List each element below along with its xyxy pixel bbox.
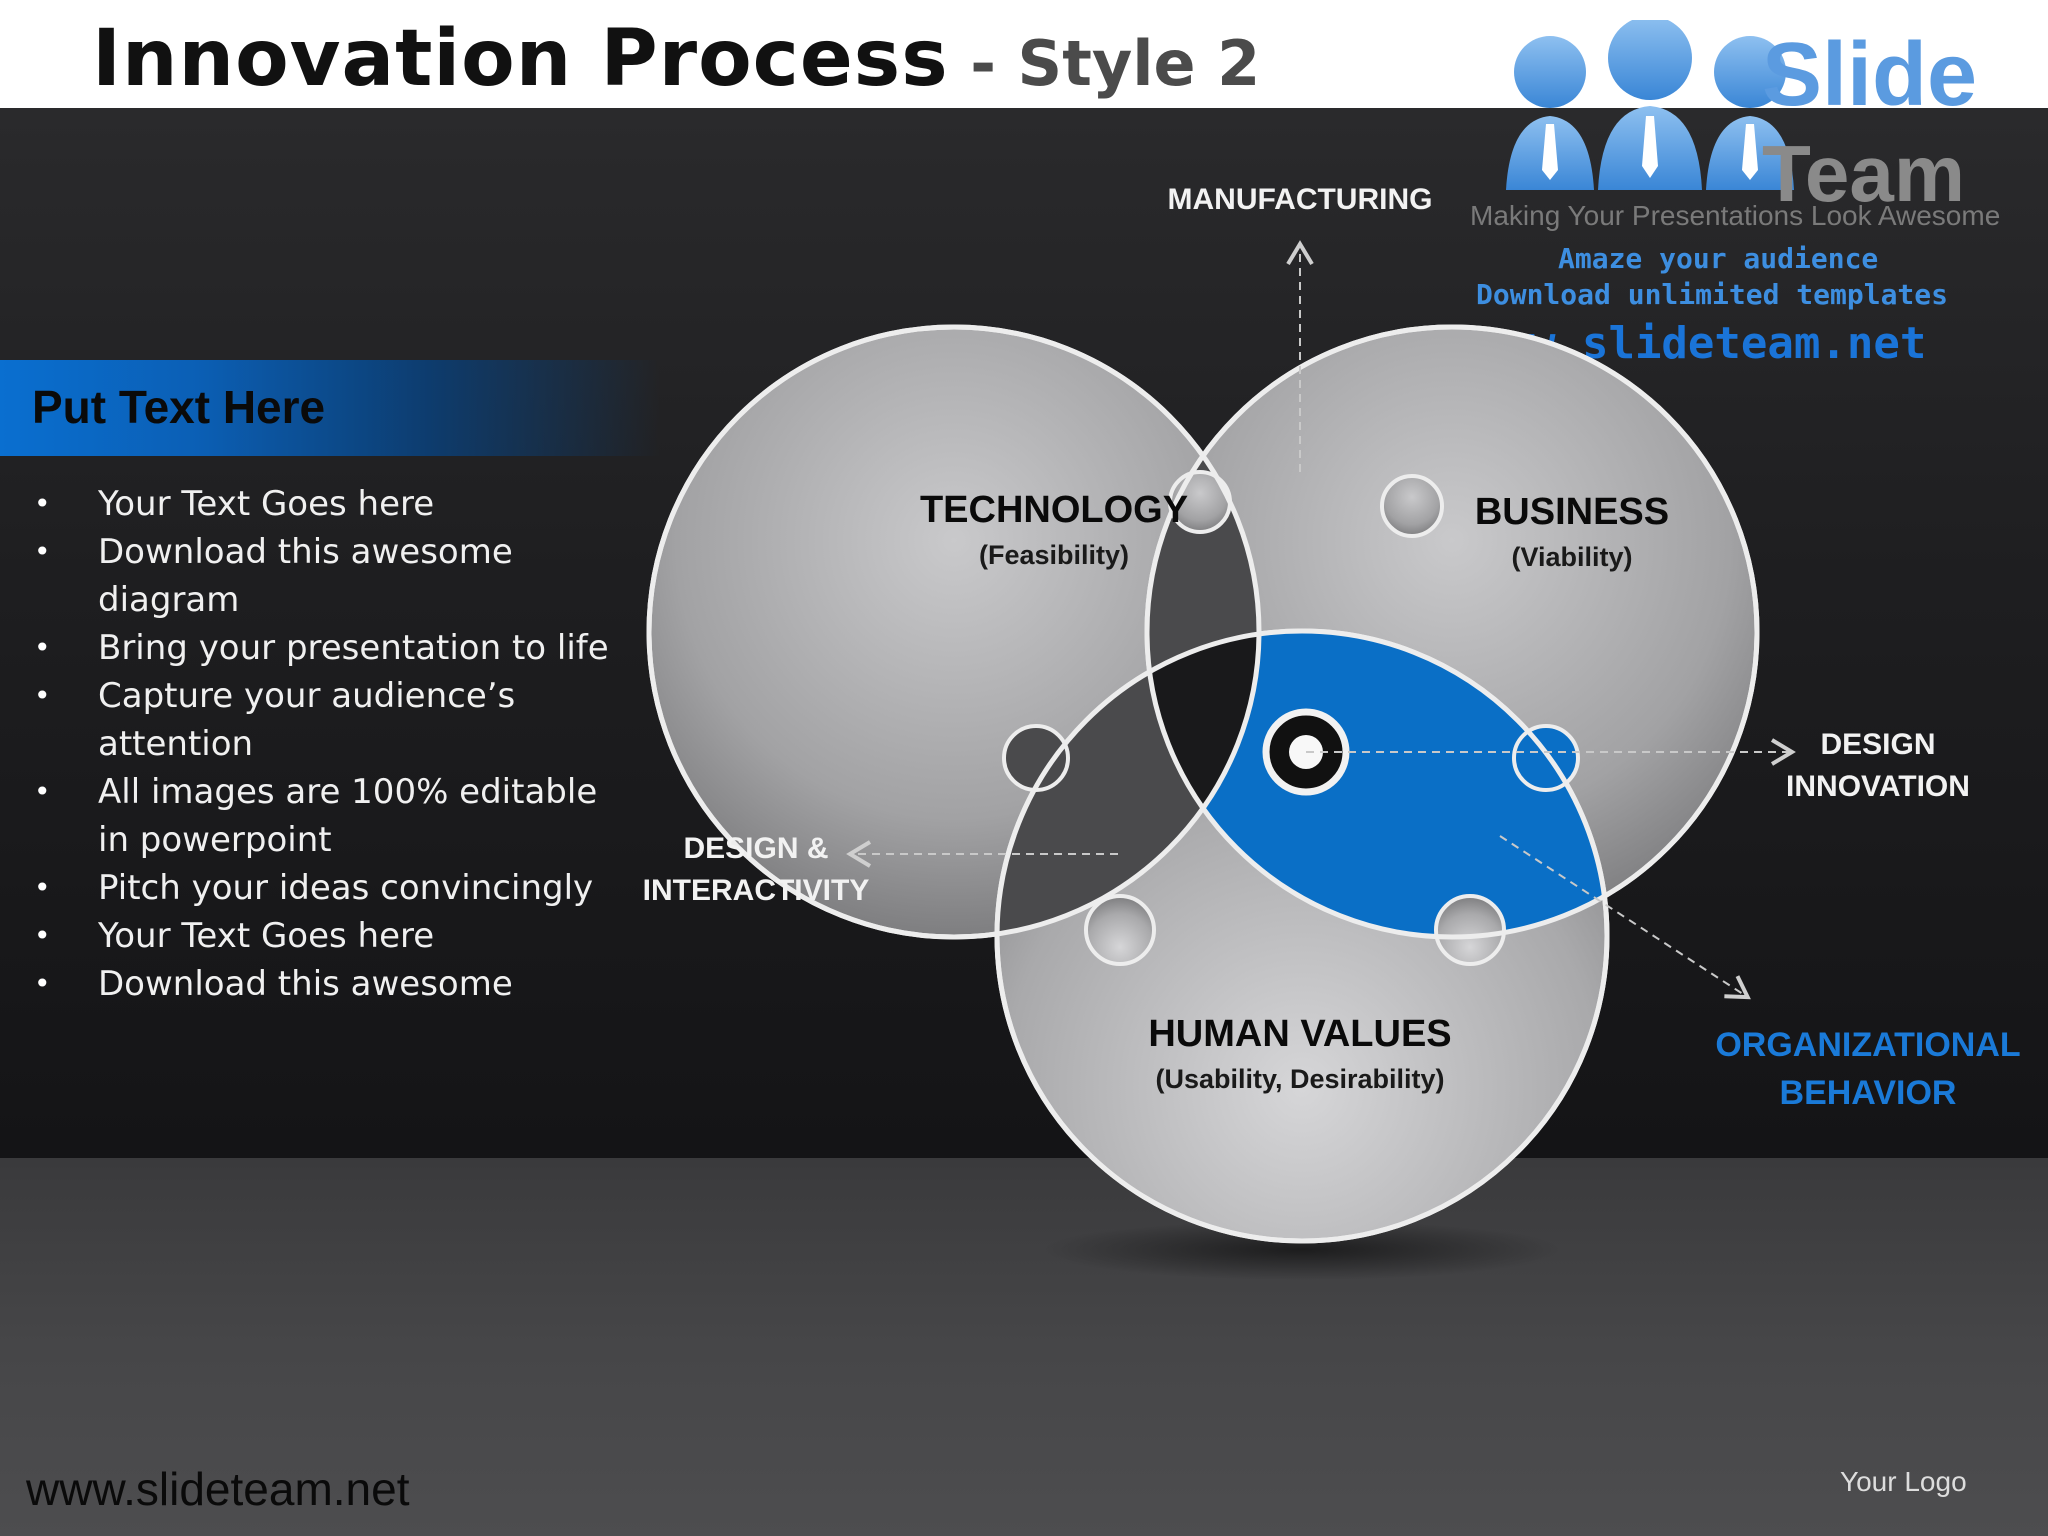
- floor-gradient: [0, 1158, 2048, 1536]
- puzzle-knob: [1084, 894, 1156, 966]
- human-values-label: HUMAN VALUES: [1148, 1013, 1451, 1055]
- bullet-item: Your Text Goes here: [28, 912, 628, 960]
- bullet-item: All images are 100% editable in powerpoi…: [28, 768, 628, 864]
- organizational-behavior-label-line2: BEHAVIOR: [1780, 1074, 1957, 1112]
- slideteam-brand-logo: Slide Team Making Your Presentations Loo…: [1460, 20, 2020, 380]
- design-interactivity-label-line1: DESIGN &: [683, 832, 828, 865]
- puzzle-knob: [1434, 894, 1506, 966]
- manufacturing-label: MANUFACTURING: [1168, 183, 1433, 216]
- bullet-item: Your Text Goes here: [28, 480, 628, 528]
- title-sub: - Style 2: [948, 27, 1261, 100]
- puzzle-knob: [1380, 474, 1444, 538]
- brand-word-slide: Slide: [1762, 25, 1978, 125]
- title-main: Innovation Process: [92, 14, 949, 104]
- puzzle-knob: [1002, 724, 1070, 792]
- organizational-behavior-arrow: [1499, 835, 1751, 1000]
- side-panel-header-text: Put Text Here: [32, 381, 326, 433]
- bullet-item: Download this awesome diagram: [28, 528, 628, 624]
- human-values-sublabel: (Usability, Desirability): [1155, 1064, 1444, 1094]
- business-label: BUSINESS: [1475, 491, 1669, 533]
- tech-human-overlap: [997, 631, 1259, 937]
- technology-sublabel: (Feasibility): [979, 540, 1129, 570]
- bullet-item: Bring your presentation to life: [28, 624, 628, 672]
- footer-url: www.slideteam.net: [26, 1463, 410, 1515]
- brand-word-team: Team: [1762, 129, 1966, 218]
- business-sublabel: (Viability): [1511, 542, 1632, 572]
- bullet-item: Download this awesome: [28, 960, 628, 1008]
- puzzle-knob: [1512, 724, 1580, 792]
- slide-title: Innovation Process - Style 2: [92, 14, 1260, 104]
- people-icon: [1506, 20, 1794, 190]
- brand-promo-2: Download unlimited templates: [1476, 278, 1949, 311]
- design-innovation-label-line2: INNOVATION: [1786, 770, 1970, 803]
- bullet-list: Your Text Goes here Download this awesom…: [28, 480, 628, 1008]
- design-innovation-label-line1: DESIGN: [1820, 728, 1935, 761]
- bullet-item: Capture your audience’s attention: [28, 672, 628, 768]
- diagram-shadow: [1042, 1220, 1562, 1280]
- bullet-item: Pitch your ideas convincingly: [28, 864, 628, 912]
- organizational-behavior-label-line1: ORGANIZATIONAL: [1715, 1026, 2020, 1064]
- brand-promo-1: Amaze your audience: [1558, 242, 1879, 275]
- footer-logo-placeholder: Your Logo: [1840, 1466, 1967, 1497]
- side-panel-header: Put Text Here: [0, 360, 660, 456]
- technology-label: TECHNOLOGY: [920, 489, 1188, 531]
- brand-tagline: Making Your Presentations Look Awesome: [1470, 200, 2001, 231]
- design-interactivity-label-line2: INTERACTIVITY: [643, 874, 870, 907]
